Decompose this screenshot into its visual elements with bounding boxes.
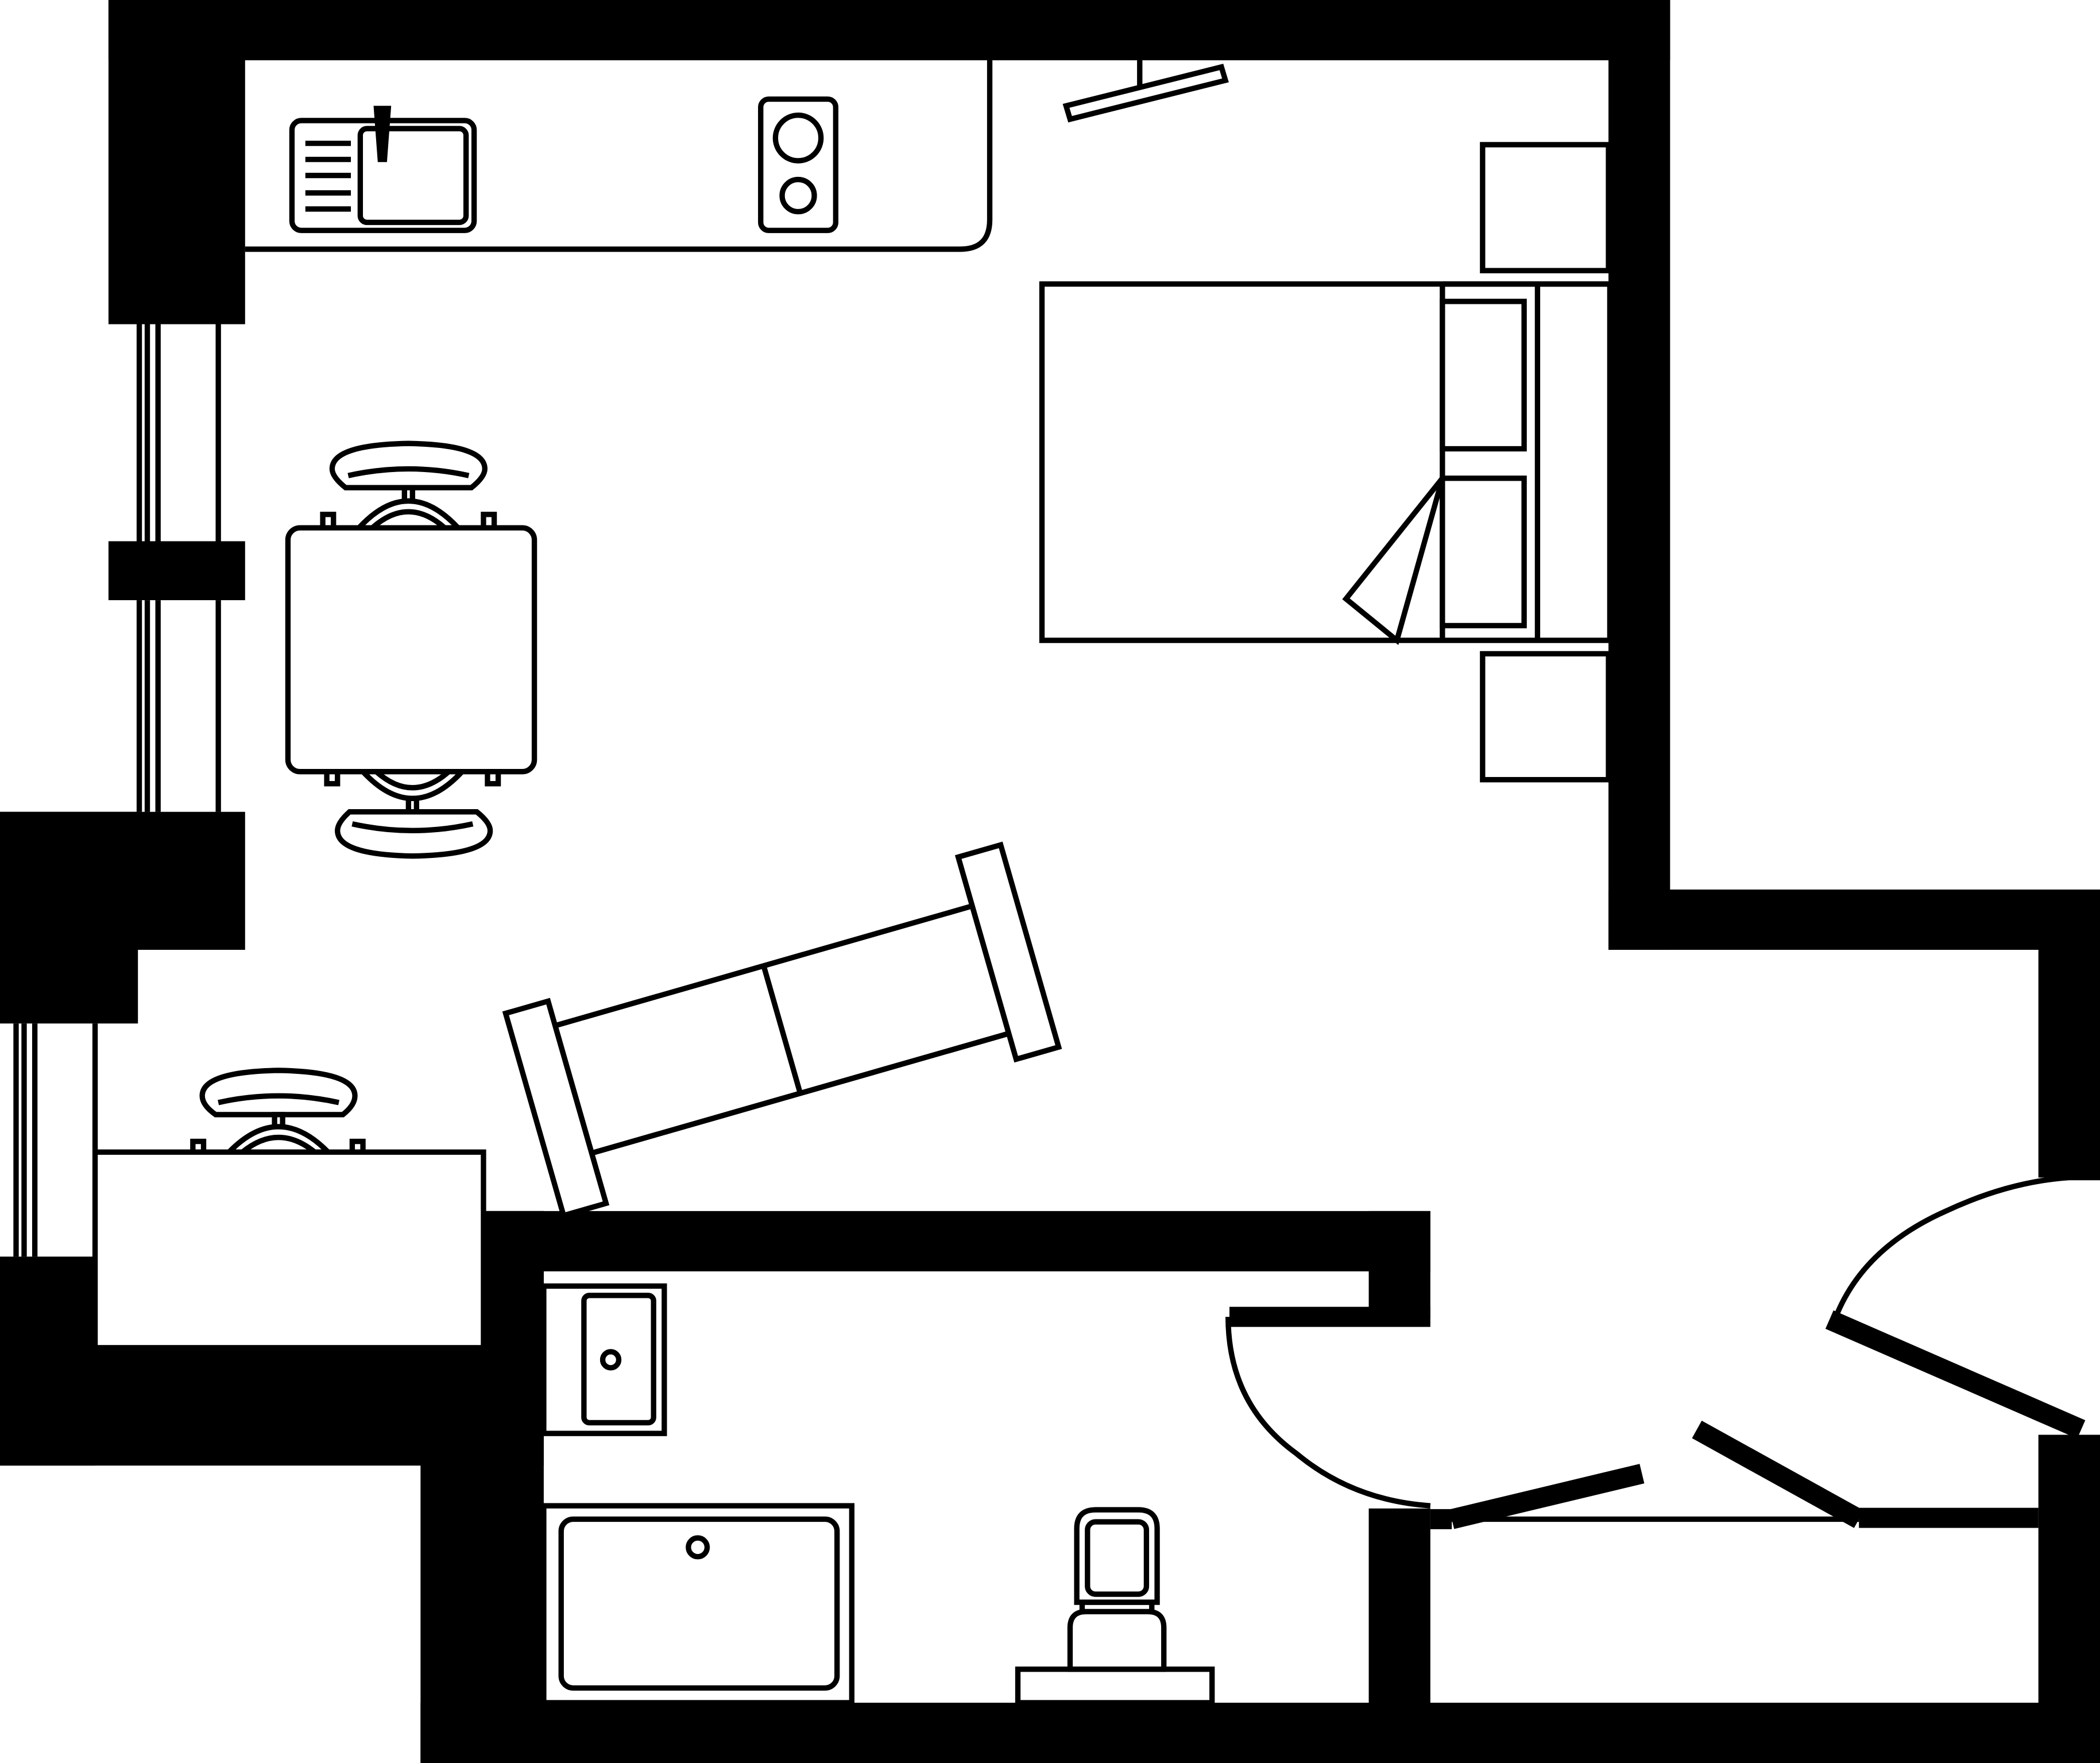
bathroom-door [1225, 1306, 1431, 1509]
closet-doors [1430, 1420, 2039, 1529]
window-middle [136, 600, 221, 812]
window-upper [136, 324, 221, 542]
double-bed [1039, 281, 1613, 645]
wall-top [108, 0, 1670, 60]
wall-bathroom-left-stub [483, 1211, 544, 1466]
shower-tray-icon [541, 1503, 854, 1706]
desk-set [92, 1068, 486, 1351]
entrance-door [1825, 1174, 2100, 1439]
bathroom-fixtures [541, 1283, 1215, 1706]
wall-left-pier [108, 541, 245, 601]
chair-bottom [324, 769, 501, 859]
wall-bottom [420, 1703, 2100, 1763]
sofa [502, 841, 1062, 1219]
nightstand-top [1480, 142, 1611, 273]
wall-right-upper [1608, 0, 1670, 950]
wall-bathroom-top [483, 1211, 1430, 1271]
dining-table [285, 525, 537, 775]
nightstand-bottom [1480, 651, 1611, 783]
dining-set [285, 440, 537, 859]
wall-far-right-upper [2038, 889, 2100, 1178]
wall-left-bottom [0, 1347, 484, 1466]
stove-icon [758, 96, 839, 233]
pillow [1440, 299, 1527, 452]
sofa-armrest [502, 998, 610, 1219]
faucet-icon [373, 106, 392, 163]
windows [13, 324, 221, 1257]
chair-top [320, 440, 497, 531]
wall-left-upper [108, 0, 245, 324]
sink-icon [289, 106, 477, 233]
folded-blanket [1342, 476, 1445, 645]
wall-bathroom-right-upper [1368, 1211, 1430, 1319]
window-lower [13, 1023, 98, 1257]
desk [92, 1149, 486, 1351]
desk-chair [190, 1068, 366, 1155]
wall-shelf [1062, 60, 1229, 123]
kitchen-counter [245, 60, 993, 252]
washbasin-icon [541, 1283, 667, 1436]
wall-left-step [0, 811, 138, 1024]
sofa-armrest [954, 841, 1062, 1063]
pillow [1440, 475, 1527, 629]
toilet-icon [1015, 1507, 1215, 1706]
wall-right-step [1608, 889, 2100, 950]
